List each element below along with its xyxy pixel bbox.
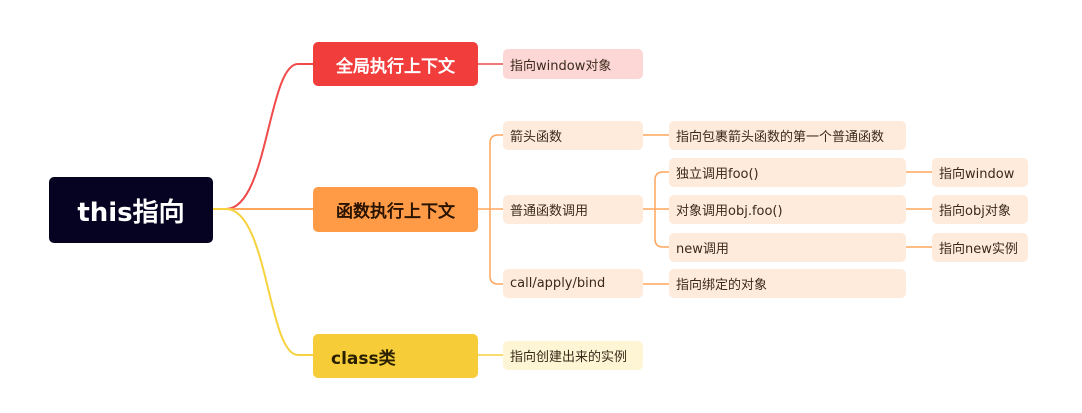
node-points-window[interactable]: 指向window bbox=[932, 158, 1028, 187]
node-object-call[interactable]: 对象调用obj.foo() bbox=[669, 195, 906, 224]
link-root-global bbox=[213, 63, 313, 210]
node-call-apply-bind[interactable]: call/apply/bind bbox=[503, 269, 643, 298]
node-normal-function-call[interactable]: 普通函数调用 bbox=[503, 195, 643, 224]
link-function-arrow bbox=[489, 134, 503, 209]
node-arrow-function[interactable]: 箭头函数 bbox=[503, 121, 643, 150]
node-points-new-instance[interactable]: 指向new实例 bbox=[932, 233, 1028, 262]
link-root-class bbox=[213, 208, 313, 356]
link-normal-new bbox=[654, 209, 669, 248]
branch-class[interactable]: class类 bbox=[313, 334, 478, 378]
node-arrow-desc[interactable]: 指向包裹箭头函数的第一个普通函数 bbox=[669, 121, 906, 150]
link-function-call bbox=[489, 209, 503, 285]
root-node[interactable]: this指向 bbox=[49, 177, 213, 243]
node-points-obj[interactable]: 指向obj对象 bbox=[932, 195, 1028, 224]
branch-global-context[interactable]: 全局执行上下文 bbox=[313, 42, 478, 86]
link-normal-independent bbox=[654, 171, 669, 209]
node-bound-object[interactable]: 指向绑定的对象 bbox=[669, 269, 906, 298]
branch-function-context[interactable]: 函数执行上下文 bbox=[313, 187, 478, 232]
node-new-call[interactable]: new调用 bbox=[669, 233, 906, 262]
node-independent-call[interactable]: 独立调用foo() bbox=[669, 158, 906, 187]
node-window-object[interactable]: 指向window对象 bbox=[503, 49, 643, 79]
node-created-instance[interactable]: 指向创建出来的实例 bbox=[503, 341, 643, 370]
